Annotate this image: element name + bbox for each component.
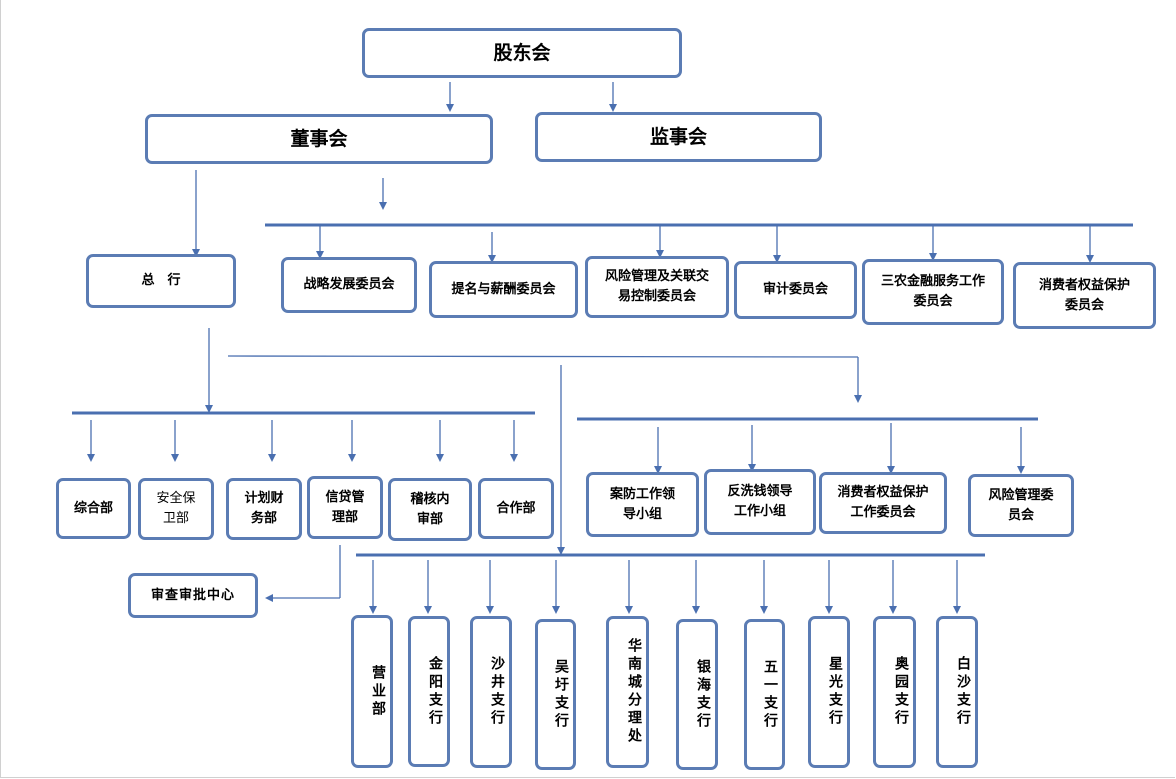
supervisors-box: 监事会 [535, 112, 822, 162]
head-office-box: 总 行 [86, 254, 236, 308]
branch-xingguang: 星光支行 [808, 616, 850, 768]
committee-nomination: 提名与薪酬委员会 [429, 261, 578, 318]
branch-jinyang: 金阳支行 [408, 616, 450, 767]
branch-aoyuan: 奥园支行 [873, 616, 916, 768]
committee-agri: 三农金融服务工作委员会 [862, 259, 1004, 325]
review-center-box: 审查审批中心 [128, 573, 258, 618]
committee-audit: 审计委员会 [734, 261, 857, 319]
shareholders-box: 股东会 [362, 28, 682, 78]
committee-consumer: 消费者权益保护委员会 [1013, 262, 1156, 329]
committee-risk: 风险管理及关联交易控制委员会 [585, 256, 729, 318]
dept-security: 安全保卫部 [138, 478, 214, 540]
dept-audit: 稽核内审部 [388, 478, 472, 541]
branch-shajing: 沙井支行 [470, 616, 512, 768]
board-box: 董事会 [145, 114, 493, 164]
group-case-prevention: 案防工作领导小组 [586, 472, 699, 537]
dept-cooperation: 合作部 [478, 478, 554, 539]
branch-huananchen: 华南城分理处 [606, 616, 649, 768]
branch-business-dept: 营业部 [351, 615, 393, 768]
dept-finance: 计划财务部 [226, 478, 302, 540]
group-anti-money-laundering: 反洗钱领导工作小组 [704, 469, 816, 535]
dept-credit: 信贷管理部 [307, 476, 383, 539]
branch-yinhai: 银海支行 [676, 619, 718, 770]
group-risk-management: 风险管理委员会 [968, 474, 1074, 537]
group-consumer-protection: 消费者权益保护工作委员会 [819, 472, 947, 534]
committee-strategy: 战略发展委员会 [281, 257, 417, 313]
branch-wuxu: 吴圩支行 [535, 619, 576, 770]
branch-baisha: 白沙支行 [936, 616, 978, 768]
branch-wuyi: 五一支行 [744, 619, 785, 770]
dept-general: 综合部 [56, 478, 131, 539]
